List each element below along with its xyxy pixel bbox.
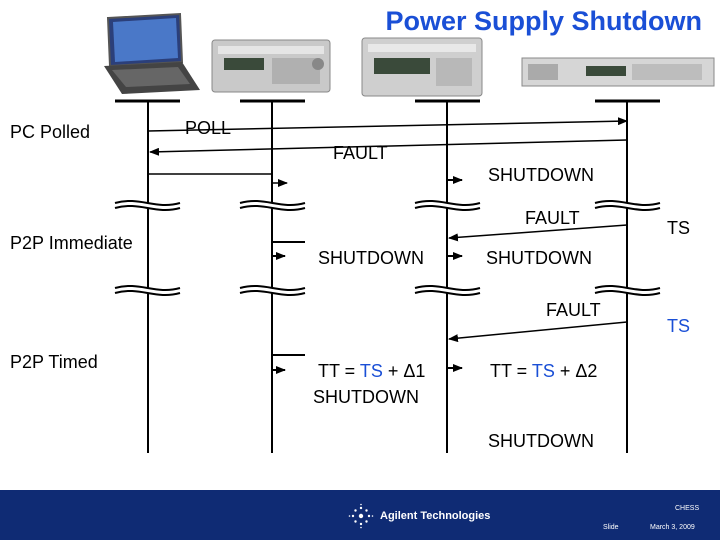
footer-brand: Agilent Technologies	[380, 510, 491, 522]
footer-slide: Slide	[603, 524, 619, 531]
ts-label-2: TS	[667, 316, 691, 336]
tt1-ts: TS	[359, 361, 383, 381]
agilent-logo-icon	[348, 503, 374, 529]
internal-arrow	[148, 173, 288, 187]
footer-bar: CHESS Agilent Technologies Slide March 3…	[0, 490, 720, 540]
page-title: Power Supply Shutdown	[385, 6, 703, 36]
shutdown-label-right: SHUTDOWN	[486, 248, 592, 268]
tt1-suffix: + Δ1	[382, 361, 426, 381]
multimeter-icon	[361, 37, 483, 97]
fault-label-2: FAULT	[525, 208, 580, 228]
message-arrows	[147, 117, 628, 374]
timed-arrow-right	[446, 355, 463, 372]
footer-chess: CHESS	[675, 505, 700, 512]
shutdown-arrow-left	[271, 241, 305, 260]
poll-label: POLL	[185, 118, 232, 138]
function-generator-icon	[211, 39, 331, 93]
footer-date: March 3, 2009	[650, 524, 695, 531]
shutdown-label-left: SHUTDOWN	[318, 248, 424, 268]
tt2-prefix: TT =	[490, 361, 532, 381]
row-label-p2p-timed: P2P Timed	[10, 352, 98, 372]
fault-label-1: FAULT	[333, 143, 388, 163]
lifelines	[147, 101, 628, 453]
shutdown-label-1: SHUTDOWN	[488, 165, 594, 185]
timed-formula-1: TT = TS + Δ1	[318, 361, 425, 382]
row-label-p2p-immediate: P2P Immediate	[10, 233, 133, 253]
tt1-prefix: TT =	[318, 361, 360, 381]
shutdown-label-bottom: SHUTDOWN	[488, 431, 594, 451]
break-marks	[114, 199, 661, 297]
shutdown-arrow-1	[446, 165, 463, 184]
laptop-icon	[104, 12, 200, 94]
fault-arrow-2	[448, 224, 628, 242]
timed-shutdown-1: SHUTDOWN	[313, 387, 419, 407]
row-label-pc-polled: PC Polled	[10, 122, 91, 142]
timed-arrow-left	[271, 354, 305, 374]
ts-label-1: TS	[667, 218, 691, 238]
shutdown-arrow-right	[446, 240, 463, 260]
tt2-ts: TS	[531, 361, 555, 381]
fault-arrow-3	[448, 321, 628, 343]
fault-arrow-1	[149, 139, 628, 156]
timed-formula-2: TT = TS + Δ2	[490, 361, 597, 382]
tt2-suffix: + Δ2	[554, 361, 598, 381]
power-supply-icon	[521, 57, 715, 87]
poll-arrow	[147, 117, 628, 132]
fault-label-3: FAULT	[546, 300, 601, 320]
